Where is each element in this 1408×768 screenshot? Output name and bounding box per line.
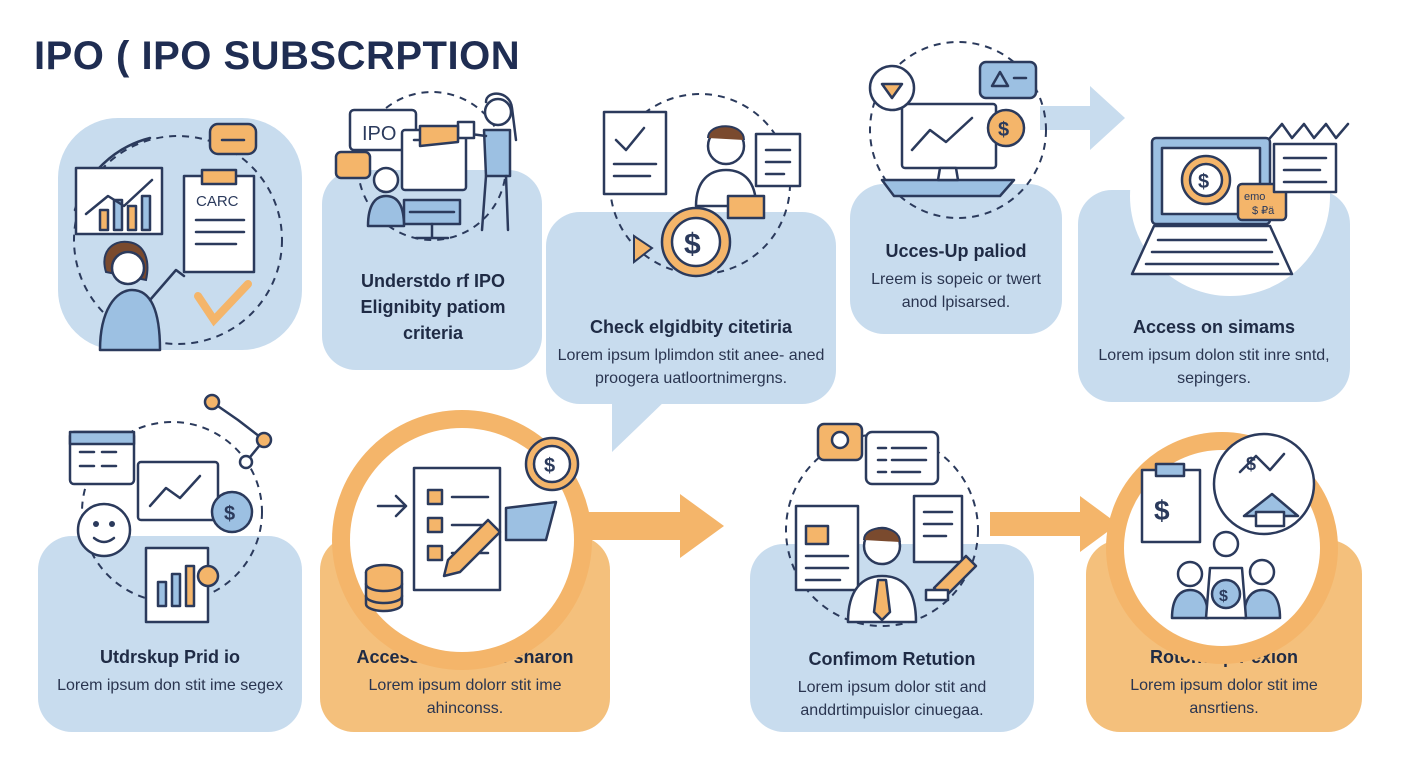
step4-illustration: $ xyxy=(868,41,1047,219)
step-desc-9: Lorem ipsum dolor stit ime ansrtiens. xyxy=(1130,677,1318,717)
arrow-step4-to-step5 xyxy=(1040,86,1125,150)
svg-text:$: $ xyxy=(1219,588,1228,605)
house-growth-icon: $ xyxy=(1212,432,1316,536)
checklist-clipboard-icon xyxy=(602,110,668,196)
smiley-face-icon xyxy=(76,502,132,558)
network-nodes-icon xyxy=(203,393,273,470)
svg-text:$: $ xyxy=(1154,495,1170,526)
page-title: IPO ( IPO SUBSCRPTION xyxy=(34,34,521,78)
step-desc-6: Lorem ipsum don stit ime segex xyxy=(57,677,283,694)
step-title-5: Access on simams xyxy=(1132,317,1296,337)
coin-stack-icon xyxy=(364,563,404,613)
dollar-coin-icon: $ xyxy=(210,490,254,534)
badge-icon xyxy=(868,64,916,112)
step-title-2: Understdo rf IPO Elignibity patiom crite… xyxy=(360,271,506,343)
step-desc-8: Lorem ipsum dolor stit and anddrtimpuisl… xyxy=(797,679,987,719)
note-label-b: $ ₽ä xyxy=(1252,205,1275,217)
report-document-icon xyxy=(144,546,220,624)
svg-text:$: $ xyxy=(998,119,1009,141)
chat-bubble-icon xyxy=(334,150,372,180)
person-woman-icon xyxy=(98,240,186,352)
dollar-coin-icon: $ xyxy=(524,436,580,492)
step-desc-3: Lorem ipsum lplimdon stit anee- aned pro… xyxy=(557,347,825,387)
arrow-step8-to-step9 xyxy=(990,496,1118,552)
person-sitting-icon xyxy=(366,166,406,228)
clipboard-dollar-icon: $ xyxy=(1140,462,1202,544)
person-standing-icon xyxy=(418,92,518,232)
person-businessman-icon xyxy=(846,526,918,624)
list-bubble-icon xyxy=(864,430,940,486)
stamp-document-icon xyxy=(912,494,978,602)
laptop-chart-icon xyxy=(880,102,1016,198)
ipo-screen-label: IPO xyxy=(362,123,396,145)
chat-bubble-icon xyxy=(816,422,864,462)
dollar-coin-icon: $ xyxy=(1180,154,1232,206)
step3-illustration: $ xyxy=(602,93,802,278)
clipboard-label: CARC xyxy=(196,193,239,210)
people-group-icon: $ xyxy=(1170,530,1282,620)
arrow-icon xyxy=(376,494,408,518)
step-title-4: Ucces-Up paliod xyxy=(885,241,1027,261)
dollar-coin-icon: $ xyxy=(986,108,1026,148)
step6-illustration: $ xyxy=(68,393,273,624)
clipboard-icon: CARC xyxy=(182,168,256,274)
document-stack-icon xyxy=(1272,142,1338,194)
document-icon xyxy=(754,132,802,188)
document-icon xyxy=(794,504,860,592)
svg-text:$: $ xyxy=(544,455,555,477)
step1-illustration: CARC xyxy=(73,122,283,352)
step-title-8: Confimom Retution xyxy=(808,649,976,669)
dollar-coin-icon: $ xyxy=(660,206,732,278)
monitor-chart-icon xyxy=(136,460,220,522)
speech-pointer-step3 xyxy=(612,396,668,452)
svg-text:$: $ xyxy=(1246,454,1256,474)
ipo-screen-icon: IPO xyxy=(348,108,418,152)
ticket-icon xyxy=(726,194,766,220)
svg-text:$: $ xyxy=(1198,171,1209,193)
step-desc-5: Lorem ipsum dolon stit inre sntd, seping… xyxy=(1098,347,1330,387)
step-desc-4: Lreem is sopeic or twert anod lpisarsed. xyxy=(871,271,1041,311)
flags-icon xyxy=(1268,122,1350,140)
chat-bubble-icon xyxy=(978,60,1038,100)
pencil-icon xyxy=(442,518,502,578)
step-desc-7: Lorem ipsum dolorr stit ime ahinconss. xyxy=(368,677,562,717)
step-title-3: Check elgidbity citetiria xyxy=(589,317,793,337)
step8-illustration xyxy=(785,422,979,627)
step9-illustration: $ $ $ xyxy=(1106,432,1338,664)
person-man-icon xyxy=(694,125,758,208)
svg-text:$: $ xyxy=(684,228,701,261)
step5-illustration: $ emo $ ₽ä xyxy=(1130,96,1350,296)
calendar-icon xyxy=(68,430,136,486)
chat-bubble-icon xyxy=(208,122,258,156)
step-title-6: Utdrskup Prid io xyxy=(99,647,240,667)
checkmark-icon xyxy=(194,280,252,327)
step2-illustration: IPO xyxy=(334,91,518,241)
svg-text:$: $ xyxy=(224,503,235,525)
play-arrow-icon xyxy=(633,234,654,265)
banner-icon xyxy=(504,500,558,542)
step-card-4 xyxy=(850,184,1062,334)
arrow-step7-to-step8 xyxy=(580,494,724,558)
note-label-a: emo xyxy=(1244,191,1265,203)
step7-illustration: $ xyxy=(332,410,592,670)
monitor-icon xyxy=(400,128,468,240)
chart-board-icon xyxy=(74,166,164,236)
